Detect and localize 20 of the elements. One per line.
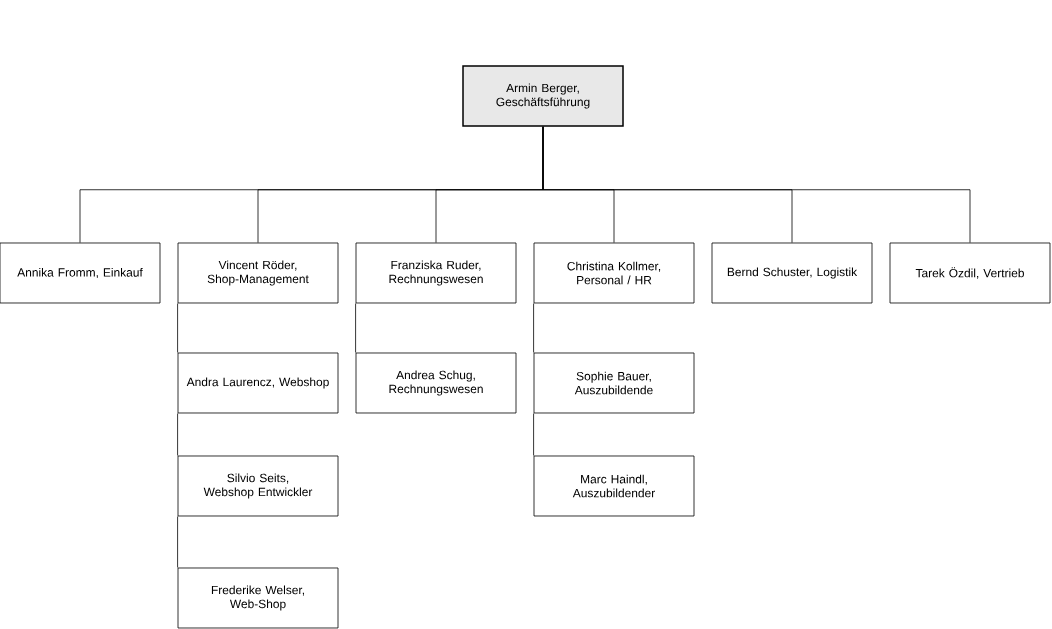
person-box: Armin Berger, Geschäftsführung [462, 65, 624, 127]
person-box: Franziska Ruder, Rechnungswesen [355, 242, 517, 304]
connector-line [355, 303, 356, 353]
person-box: Christina Kollmer, Personal / HR [533, 242, 695, 304]
person-box: Sophie Bauer, Auszubildende [533, 352, 695, 414]
person-box: Andra Laurencz, Webshop [177, 352, 339, 414]
person-box: Bernd Schuster, Logistik [711, 242, 873, 304]
person-box: Tarek Özdil, Vertrieb [889, 242, 1051, 304]
connector-line [177, 413, 178, 456]
person-box: Frederike Welser, Web-Shop [177, 567, 339, 629]
connector-line [177, 303, 178, 353]
person-box: Silvio Seits, Webshop Entwickler [177, 455, 339, 517]
connector-line [177, 516, 178, 568]
connector-line [533, 413, 534, 456]
connector-line [542, 126, 971, 243]
person-box: Andrea Schug, Rechnungswesen [355, 352, 517, 414]
connector-line [533, 303, 534, 353]
person-box: Vincent Röder, Shop-Management [177, 242, 339, 304]
person-box: Marc Haindl, Auszubildender [533, 455, 695, 517]
person-box: Annika Fromm, Einkauf [0, 242, 161, 304]
